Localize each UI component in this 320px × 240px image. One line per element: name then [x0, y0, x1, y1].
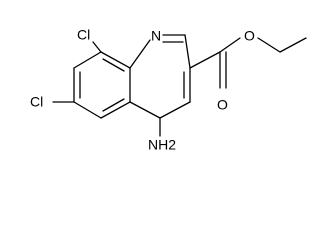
- carbonyl-oxygen-atom-label: O: [217, 97, 228, 113]
- ether-oxygen-atom-label: O: [244, 28, 255, 44]
- bond: [129, 39, 151, 69]
- amino-group-label: NH2: [148, 137, 176, 153]
- bond: [100, 101, 131, 119]
- bond: [73, 51, 102, 69]
- bond: [102, 58, 125, 72]
- bond: [219, 37, 241, 53]
- bond: [92, 41, 102, 53]
- bond: [257, 37, 281, 53]
- chlorine-atom-label: Cl: [77, 27, 90, 43]
- bond: [129, 101, 161, 119]
- bond: [73, 101, 102, 119]
- nitrogen-atom-label: N: [151, 28, 161, 44]
- bond: [159, 101, 191, 119]
- chlorine-atom-label: Cl: [30, 94, 43, 110]
- bond: [279, 37, 307, 53]
- bond: [184, 34, 191, 69]
- bond: [189, 51, 221, 69]
- molecule-structure: Cl Cl N O O NH2: [30, 27, 307, 153]
- bond: [100, 51, 131, 69]
- bond: [102, 98, 125, 112]
